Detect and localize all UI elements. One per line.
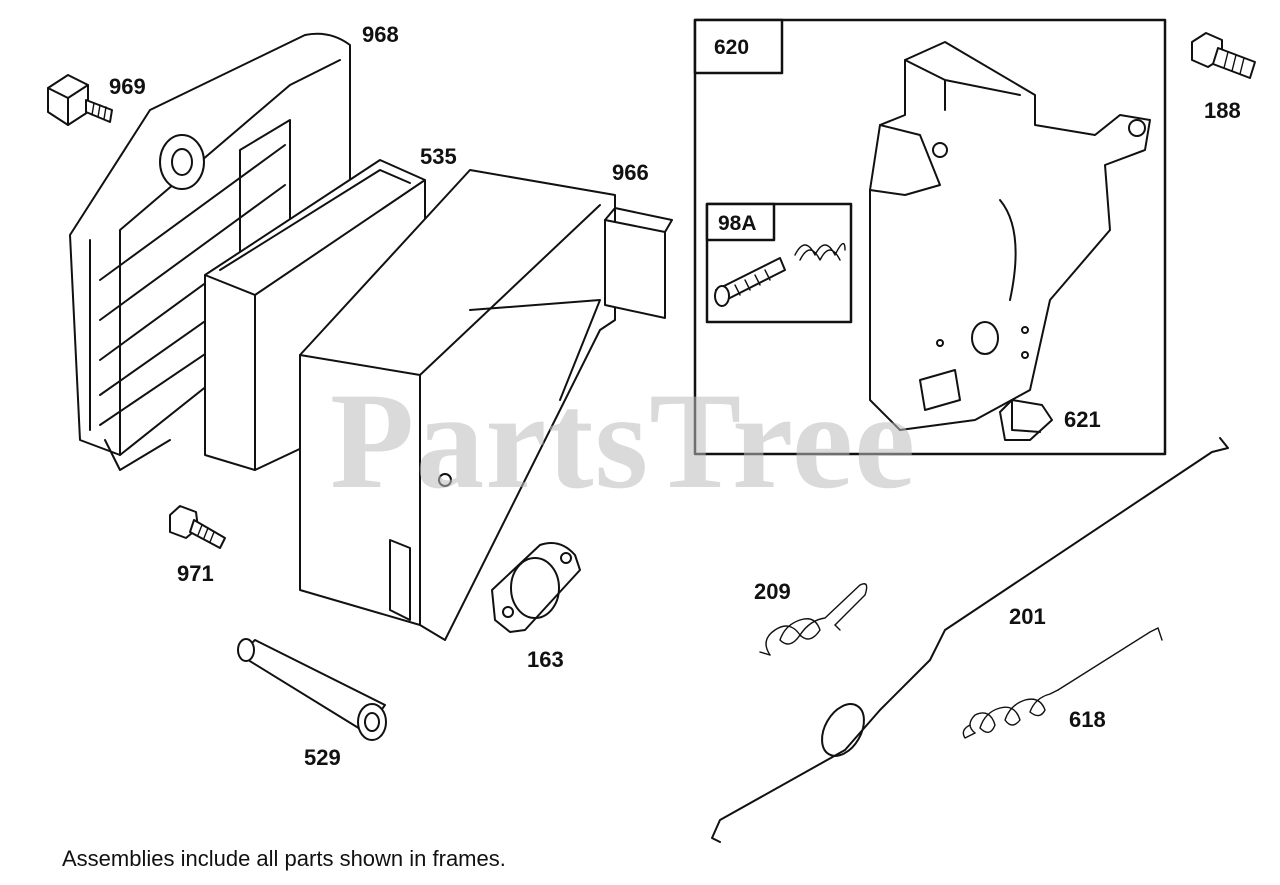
spring-618-part [962,627,1163,739]
callout-535: 535 [420,144,457,169]
callout-529: 529 [304,745,341,770]
air-cleaner-base-part [299,169,673,641]
callout-209: 209 [754,579,791,604]
callout-163: 163 [527,647,564,672]
bolt-971-part [169,505,226,549]
gasket-part [491,542,581,633]
spring-209-part [759,583,868,656]
callout-621: 621 [1064,407,1101,432]
callout-618: 618 [1069,707,1106,732]
clip-621-part [999,399,1053,441]
callout-188: 188 [1204,98,1241,123]
screw-969-part [47,74,113,126]
bolt-188-part [1191,32,1256,79]
watermark: PartsTree [330,364,917,517]
callout-98a: 98A [718,212,757,235]
assembly-frame-620 [693,18,1167,456]
callout-620: 620 [714,36,750,59]
callout-971: 971 [177,561,214,586]
tube-part [237,638,387,741]
callout-969: 969 [109,74,146,99]
callout-201: 201 [1009,604,1046,629]
callout-966: 966 [612,160,649,185]
governor-bracket-part [869,41,1151,431]
assemblies-note: Assemblies include all parts shown in fr… [62,846,506,871]
governor-rod-part [711,437,1229,843]
adjust-screw-98a-part [714,242,846,307]
callout-968: 968 [362,22,399,47]
